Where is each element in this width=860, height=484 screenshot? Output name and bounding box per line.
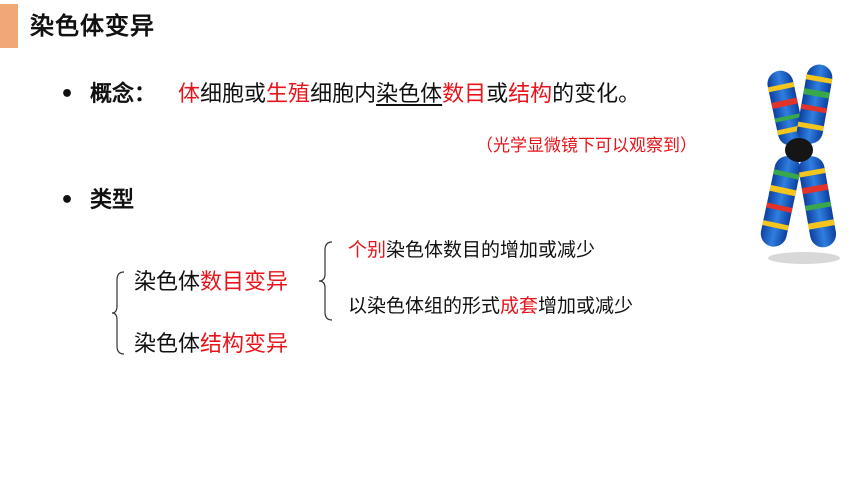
concept-part: 体 [178, 82, 201, 107]
structure-variation-label: 染色体结构变异 [134, 330, 288, 360]
subtype-text: 染色体数目的增加或减少 [386, 239, 596, 261]
concept-part: 结构 [508, 82, 553, 107]
concept-part: 数目 [442, 82, 487, 107]
chromosome-icon [760, 64, 840, 264]
number-variation-prefix: 染色体 [134, 270, 201, 295]
types-label: 类型 [90, 188, 135, 213]
number-subtype-set: 以染色体组的形式成套增加或减少 [348, 292, 633, 320]
number-variation-highlight: 数目变异 [200, 270, 289, 295]
types-bullet: • [60, 188, 75, 213]
concept-bullet: • [60, 82, 75, 107]
subtype-text: 增加或减少 [538, 295, 634, 317]
concept-row: • 概念： 体细胞或生殖细胞内染色体数目或结构的变化。 [60, 80, 640, 110]
types-row: • 类型 [60, 186, 134, 216]
concept-label: 概念： [90, 82, 157, 107]
outer-brace [111, 271, 125, 355]
concept-part: 细胞或 [200, 82, 267, 107]
subtype-text: 以染色体组的形式 [348, 295, 501, 317]
title-accent-bar [0, 4, 18, 48]
concept-part: 生殖 [266, 82, 311, 107]
inner-brace [318, 241, 333, 321]
subtype-highlight: 个别 [348, 239, 387, 261]
subtype-highlight: 成套 [500, 295, 539, 317]
concept-part: 或 [486, 82, 509, 107]
number-subtype-individual: 个别染色体数目的增加或减少 [348, 236, 595, 264]
concept-note: （光学显微镜下可以观察到） [476, 136, 697, 156]
structure-variation-highlight: 结构变异 [200, 332, 289, 357]
number-variation-label: 染色体数目变异 [134, 268, 288, 298]
slide-title: 染色体变异 [30, 12, 155, 40]
structure-variation-prefix: 染色体 [134, 332, 201, 357]
concept-part-underlined: 染色体 [376, 82, 443, 107]
concept-part: 的变化。 [552, 82, 641, 107]
concept-part: 细胞内 [310, 82, 377, 107]
